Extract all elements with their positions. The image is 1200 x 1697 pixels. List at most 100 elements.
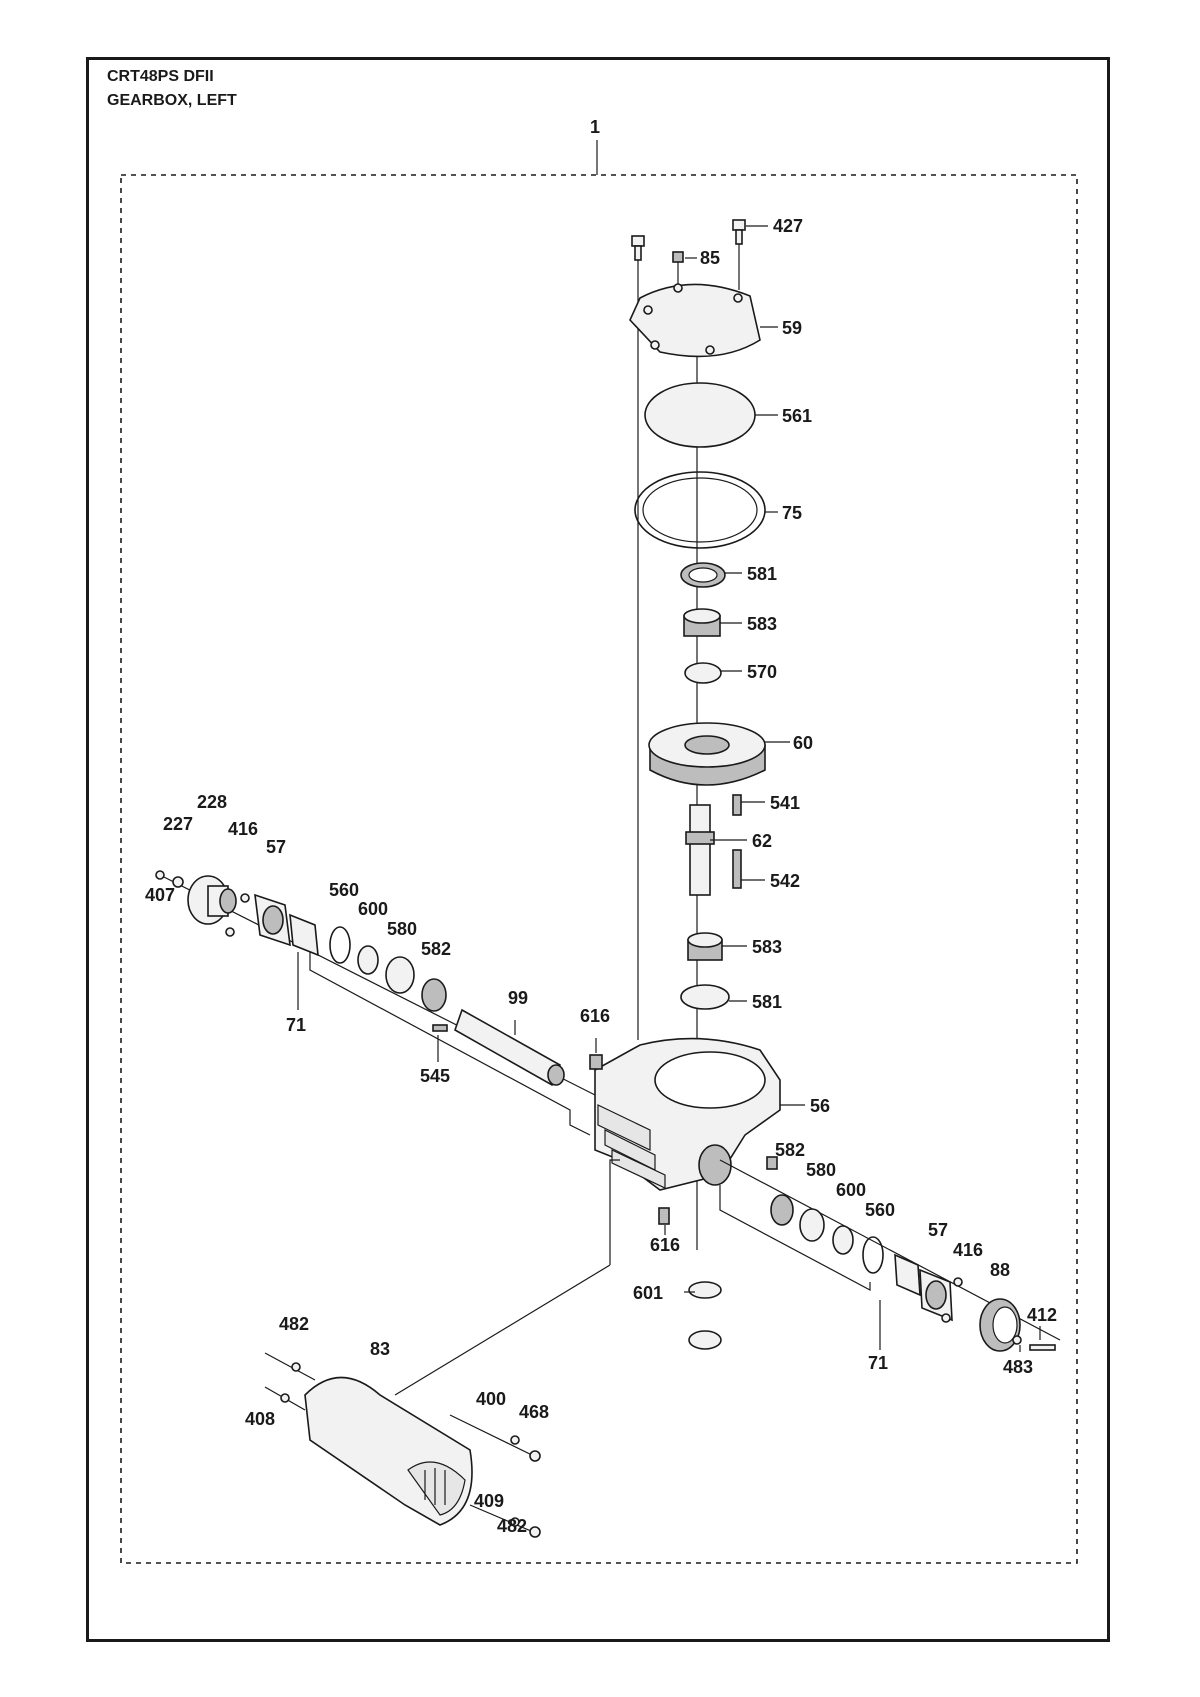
callout-227: 227 — [163, 814, 193, 834]
screw-axis — [264, 1352, 316, 1381]
tapered-bearing-icon — [421, 978, 447, 1012]
callout-85: 85 — [700, 248, 720, 268]
key-icon — [732, 849, 742, 889]
callout-600: 600 — [358, 899, 388, 919]
callout-60: 60 — [793, 733, 813, 753]
cover-plate-icon — [629, 283, 761, 358]
callout-71: 71 — [286, 1015, 306, 1035]
shaft-icon — [685, 804, 715, 896]
callout-88: 88 — [990, 1260, 1010, 1280]
plug-icon — [589, 1054, 603, 1070]
nut-icon — [529, 1450, 541, 1462]
callout-560-right: 560 — [865, 1200, 895, 1220]
shim-icon — [688, 1281, 722, 1299]
shim-icon — [832, 1225, 854, 1255]
callout-560: 560 — [329, 880, 359, 900]
callout-leaders — [297, 225, 1041, 1352]
gasket-icon — [289, 913, 319, 957]
key-icon — [432, 1024, 448, 1032]
callout-600-right: 600 — [836, 1180, 866, 1200]
bearing-cup-icon — [680, 984, 730, 1010]
left-offset-line — [309, 940, 591, 1136]
worm-gear-icon — [648, 722, 766, 786]
bearing-cup-icon — [385, 956, 415, 994]
tapered-bearing-icon — [770, 1194, 794, 1226]
o-ring-icon — [644, 382, 756, 448]
callout-99: 99 — [508, 988, 528, 1008]
callout-408: 408 — [245, 1409, 275, 1429]
bolt-icon — [732, 219, 746, 290]
housing-icon — [594, 1037, 781, 1191]
bolt-icon — [240, 893, 250, 903]
plug-icon — [766, 1156, 778, 1170]
callout-57: 57 — [266, 837, 286, 857]
o-ring-icon — [329, 926, 351, 964]
callout-416: 416 — [228, 819, 258, 839]
drawing-frame — [86, 57, 1110, 1642]
callout-83: 83 — [370, 1339, 390, 1359]
callout-75: 75 — [782, 503, 802, 523]
gasket-icon — [894, 1253, 921, 1297]
callout-400: 400 — [476, 1389, 506, 1409]
callout-581-lower: 581 — [752, 992, 782, 1012]
callout-412: 412 — [1027, 1305, 1057, 1325]
flange-icon — [254, 893, 291, 947]
cover-connector — [609, 1159, 620, 1265]
callout-468: 468 — [519, 1402, 549, 1422]
callout-57-right: 57 — [928, 1220, 948, 1240]
callout-581: 581 — [747, 564, 777, 584]
callout-71-right: 71 — [868, 1353, 888, 1373]
callout-580-right: 580 — [806, 1160, 836, 1180]
callout-62: 62 — [752, 831, 772, 851]
callout-427: 427 — [773, 216, 803, 236]
screw-axis — [449, 1414, 539, 1459]
bolt-icon — [941, 1313, 951, 1323]
callout-616-lower: 616 — [650, 1235, 680, 1255]
gasket-icon — [634, 471, 766, 549]
callout-407: 407 — [145, 885, 175, 905]
o-ring-icon — [862, 1236, 884, 1274]
callout-561: 561 — [782, 406, 812, 426]
washer-icon — [280, 1393, 290, 1403]
callout-482-lower: 482 — [497, 1516, 527, 1536]
flange-icon — [187, 875, 237, 925]
callout-541: 541 — [770, 793, 800, 813]
cover-icon — [304, 1376, 473, 1526]
model-code: CRT48PS DFII — [107, 68, 214, 85]
assembly-callout: 1 — [590, 117, 600, 137]
washer-icon — [172, 876, 184, 888]
callout-570: 570 — [747, 662, 777, 682]
callout-616: 616 — [580, 1006, 610, 1026]
bolt-icon — [225, 927, 235, 937]
cover-leader — [394, 1264, 611, 1396]
callout-583: 583 — [747, 614, 777, 634]
bolt-icon — [155, 870, 165, 880]
seal-icon — [688, 1330, 722, 1350]
tapered-bearing-icon — [687, 932, 723, 961]
callout-542: 542 — [770, 871, 800, 891]
plug-icon — [658, 1207, 670, 1225]
nut-icon — [529, 1526, 541, 1538]
bolt-icon — [953, 1277, 963, 1287]
bolt-icon — [631, 235, 645, 261]
flange-icon — [919, 1268, 953, 1322]
callout-482: 482 — [279, 1314, 309, 1334]
washer-icon — [510, 1517, 520, 1527]
callout-583-lower: 583 — [752, 937, 782, 957]
section-title: GEARBOX, LEFT — [107, 92, 237, 109]
callout-409: 409 — [474, 1491, 504, 1511]
callout-483: 483 — [1003, 1357, 1033, 1377]
callout-416-right: 416 — [953, 1240, 983, 1260]
callout-59: 59 — [782, 318, 802, 338]
callout-228: 228 — [197, 792, 227, 812]
right-offset-line — [719, 1185, 871, 1291]
hub-icon — [979, 1298, 1021, 1352]
washer-icon — [510, 1435, 520, 1445]
washer-icon — [1012, 1335, 1022, 1345]
callout-56: 56 — [810, 1096, 830, 1116]
washer-icon — [291, 1362, 301, 1372]
shaft-icon — [454, 1008, 565, 1087]
callout-580: 580 — [387, 919, 417, 939]
callout-582-right: 582 — [775, 1140, 805, 1160]
